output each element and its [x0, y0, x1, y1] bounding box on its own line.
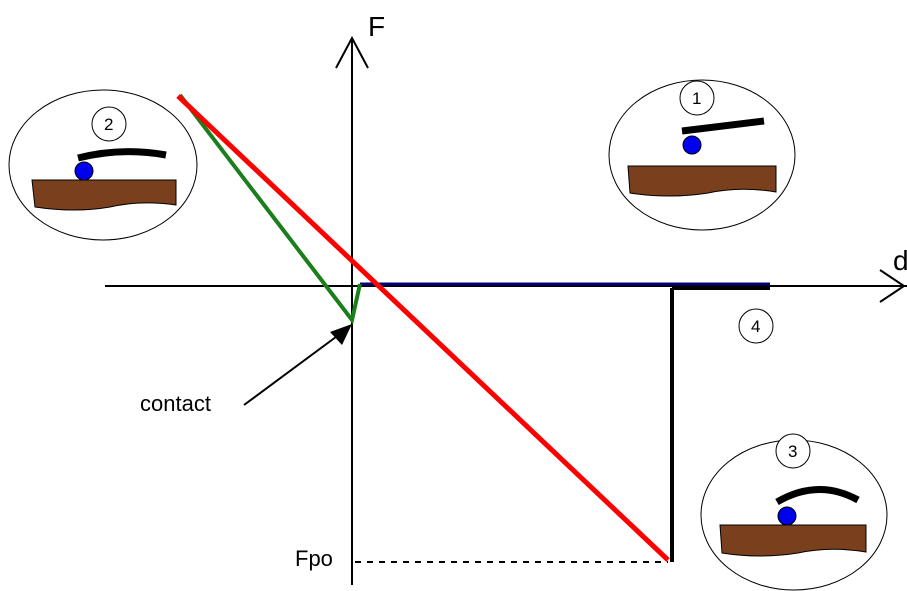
inset-4-number-circle — [738, 308, 774, 344]
inset-2-number: 2 — [104, 115, 113, 134]
retract-curve — [176, 94, 670, 562]
inset-2-substrate — [31, 179, 177, 211]
inset-3-sphere — [777, 506, 797, 526]
pull-off-label: Fpo — [295, 546, 333, 571]
inset-4: 4 — [738, 308, 774, 344]
inset-3-cantilever — [775, 486, 860, 506]
y-axis-arrowhead — [335, 35, 369, 69]
inset-2-sphere — [74, 161, 94, 181]
inset-3: 3 — [700, 433, 888, 591]
inset-1: 1 — [608, 79, 796, 231]
x-axis-arrowhead — [879, 269, 906, 303]
inset-3-number-circle — [775, 433, 811, 469]
contact-arrow-shaft — [243, 330, 345, 406]
inset-2-cantilever — [77, 148, 167, 162]
inset-2: 2 — [8, 89, 198, 241]
approach-curve — [178, 93, 362, 325]
inset-1-number-circle — [679, 80, 715, 116]
inset-1-substrate — [627, 165, 777, 197]
inset-1-cantilever — [681, 117, 765, 135]
inset-3-substrate — [719, 524, 867, 557]
inset-1-sphere — [682, 135, 702, 155]
inset-2-number-circle — [91, 106, 127, 142]
y-axis-label: F — [368, 11, 385, 42]
x-axis-label: d — [893, 245, 907, 276]
inset-4-number: 4 — [751, 317, 760, 336]
contact-arrowhead — [330, 324, 352, 345]
contact-label: contact — [140, 391, 211, 416]
inset-3-number: 3 — [788, 442, 797, 461]
inset-1-number: 1 — [692, 89, 701, 108]
